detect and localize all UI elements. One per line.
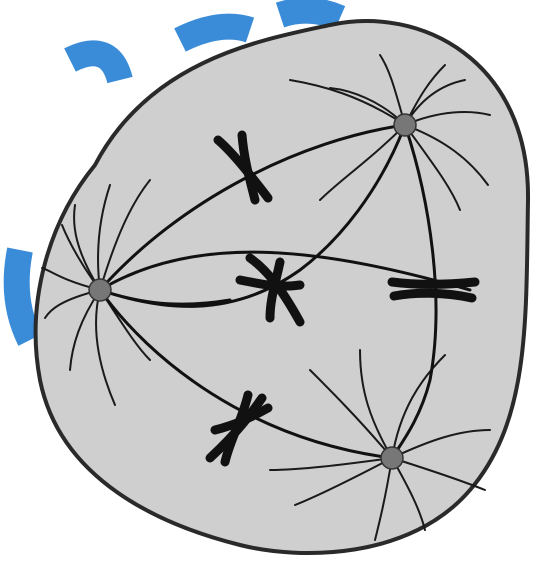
centrosome-bottom-right <box>381 447 403 469</box>
centrosome-top-right <box>394 114 416 136</box>
centrosome-left <box>89 279 111 301</box>
